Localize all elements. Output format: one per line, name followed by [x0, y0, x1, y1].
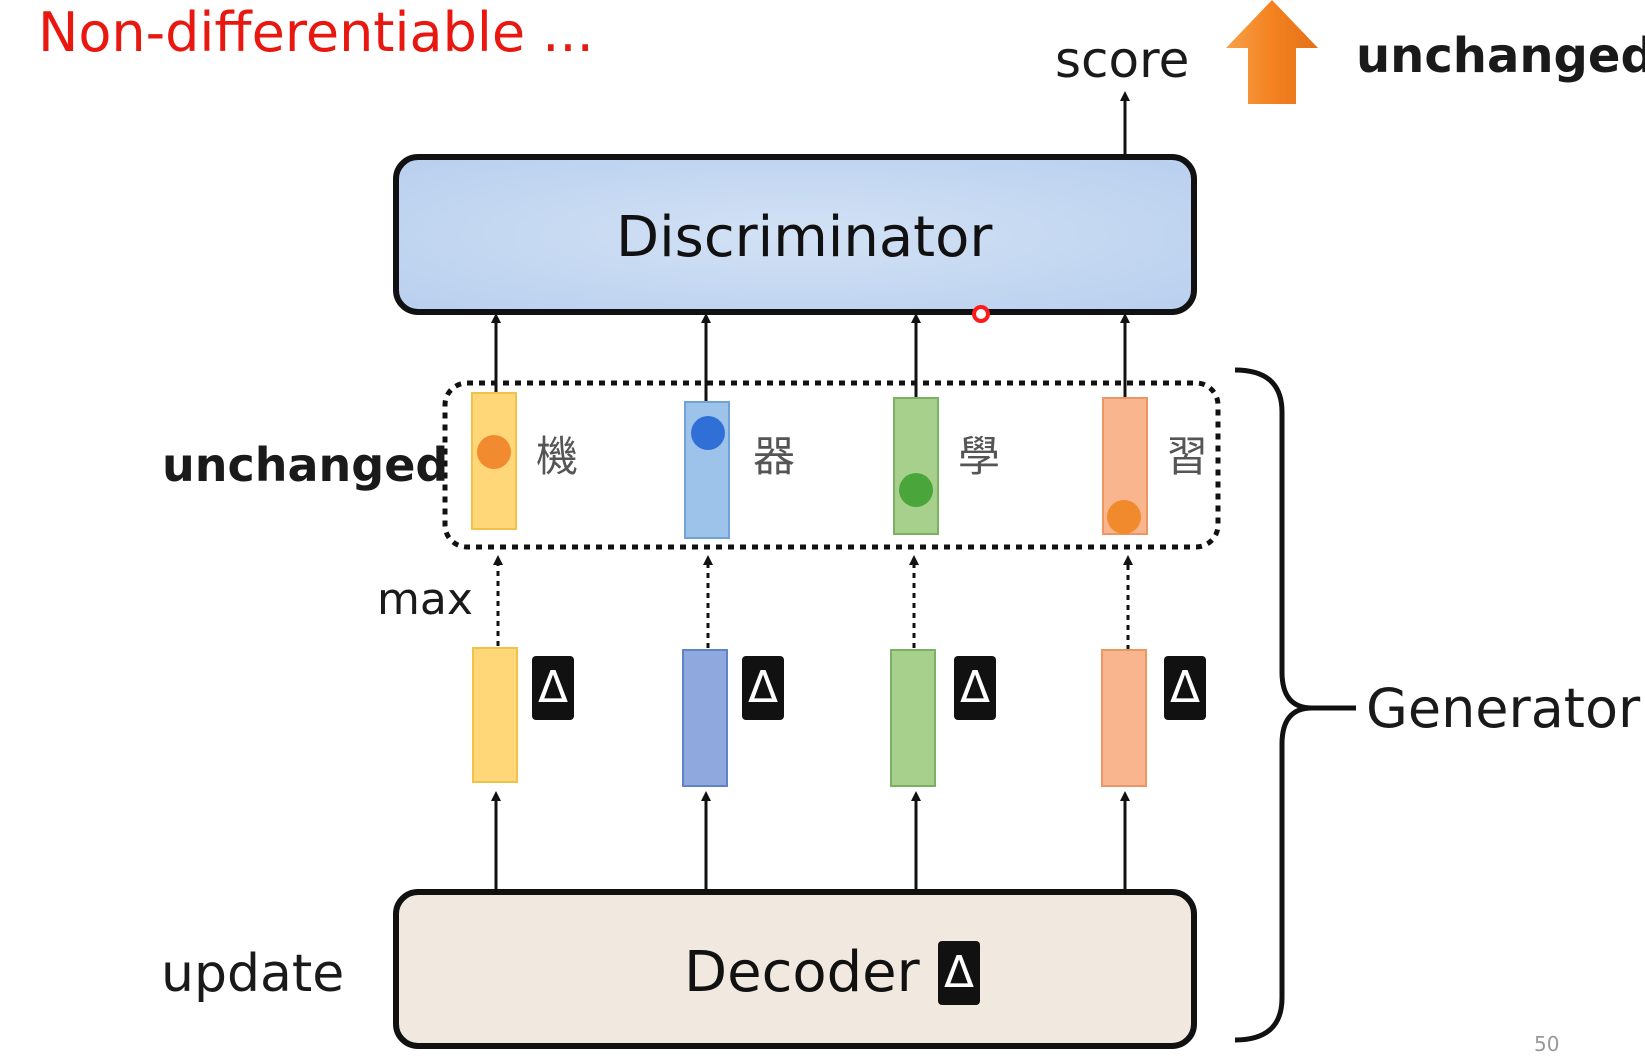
- output-bar-1: [472, 647, 518, 783]
- output-bar-2: [682, 649, 728, 787]
- laser-pointer-dot: [972, 305, 990, 323]
- delta-badge: Δ: [532, 656, 574, 720]
- token-status-label: unchanged: [162, 438, 449, 492]
- up-arrow-icon: [1226, 0, 1318, 104]
- decoder-delta-badge: Δ: [938, 941, 980, 1005]
- discriminator-label: Discriminator: [616, 205, 993, 270]
- max-dot-2: [691, 416, 725, 450]
- delta-badge: Δ: [1164, 656, 1206, 720]
- max-label: max: [377, 574, 473, 625]
- max-dot-4: [1107, 500, 1141, 534]
- decoder-box: [393, 889, 1197, 1049]
- delta-badge: Δ: [742, 656, 784, 720]
- max-dot-3: [899, 473, 933, 507]
- output-bar-4: [1101, 649, 1147, 787]
- discriminator-box: [393, 154, 1197, 315]
- page-number: 50: [1534, 1032, 1560, 1056]
- max-dot-1: [477, 435, 511, 469]
- token-char-2: 器: [753, 432, 796, 481]
- decoder-label: Decoder: [684, 940, 920, 1005]
- token-char-4: 習: [1166, 432, 1209, 481]
- delta-badge: Δ: [954, 656, 996, 720]
- generator-brace: [1234, 367, 1313, 1043]
- token-char-3: 學: [958, 432, 1001, 481]
- slide-title: Non-differentiable ...: [38, 1, 594, 64]
- score-label: score: [1055, 31, 1190, 89]
- generator-label: Generator: [1366, 677, 1641, 740]
- output-bar-3: [890, 649, 936, 787]
- token-bar-3: [893, 397, 939, 535]
- decoder-status-label: update: [161, 944, 345, 1004]
- score-status-label: unchanged: [1356, 28, 1645, 84]
- token-group-box: [442, 380, 1221, 550]
- token-char-1: 機: [536, 432, 579, 481]
